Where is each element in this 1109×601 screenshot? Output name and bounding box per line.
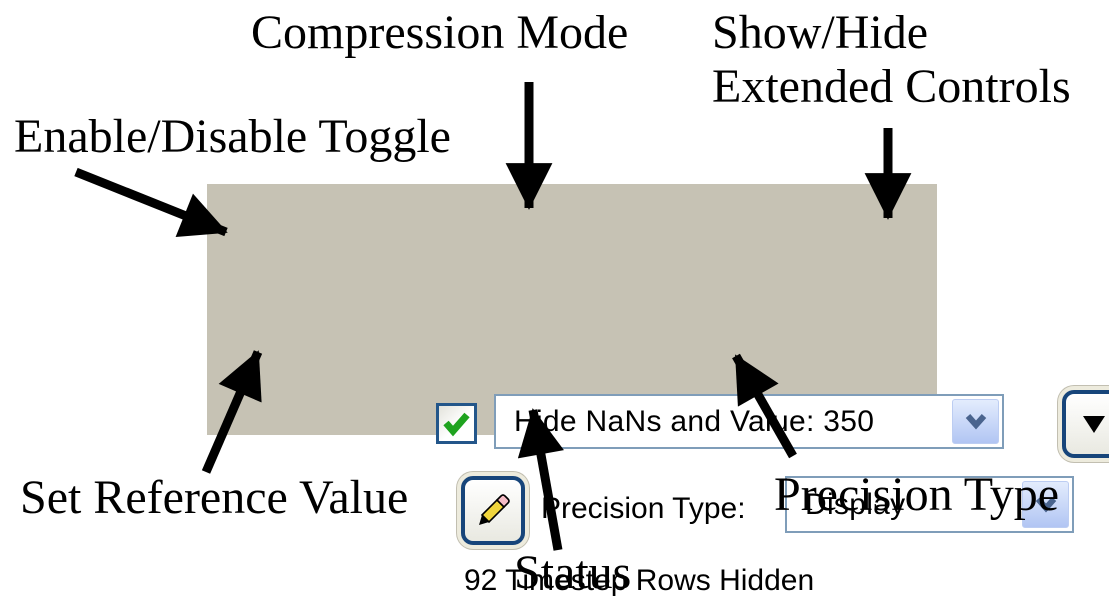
enable-disable-arrow xyxy=(74,167,228,238)
compression-controls-panel: Hide NaNs and Value: 350 Precision Type: xyxy=(207,184,1109,597)
chevron-down-icon xyxy=(1035,496,1056,513)
set-reference-value-callout: Set Reference Value xyxy=(20,471,409,524)
compression-mode-value: Hide NaNs and Value: 350 xyxy=(514,404,875,438)
compression-mode-select[interactable]: Hide NaNs and Value: 350 xyxy=(494,394,1004,449)
pencil-icon xyxy=(479,493,510,525)
status-callout: Status xyxy=(514,546,632,599)
chevron-down-icon xyxy=(965,413,986,430)
precision-type-select[interactable]: Display xyxy=(785,476,1074,533)
set-reference-value-button[interactable] xyxy=(461,476,525,545)
compression-dropdown-button[interactable] xyxy=(952,399,999,444)
show-hide-extended-controls-button[interactable] xyxy=(1062,390,1109,458)
compression-mode-callout: Compression Mode xyxy=(251,6,629,59)
show-hide-callout-line1: Show/Hide xyxy=(712,6,928,59)
enable-disable-toggle-callout: Enable/Disable Toggle xyxy=(14,110,451,163)
precision-dropdown-button[interactable] xyxy=(1022,481,1069,528)
show-hide-extended-controls-callout: Show/Hide Extended Controls xyxy=(712,6,1071,114)
show-hide-callout-line2: Extended Controls xyxy=(712,60,1071,113)
precision-type-callout: Precision Type xyxy=(774,468,1060,521)
precision-type-label: Precision Type: xyxy=(541,492,746,525)
status-text: 92 Timestep Rows Hidden xyxy=(464,564,815,597)
precision-type-value: Display xyxy=(805,487,906,521)
down-triangle-icon xyxy=(1082,416,1105,433)
enable-disable-checkbox[interactable] xyxy=(436,403,477,444)
checkmark-icon xyxy=(443,412,470,437)
